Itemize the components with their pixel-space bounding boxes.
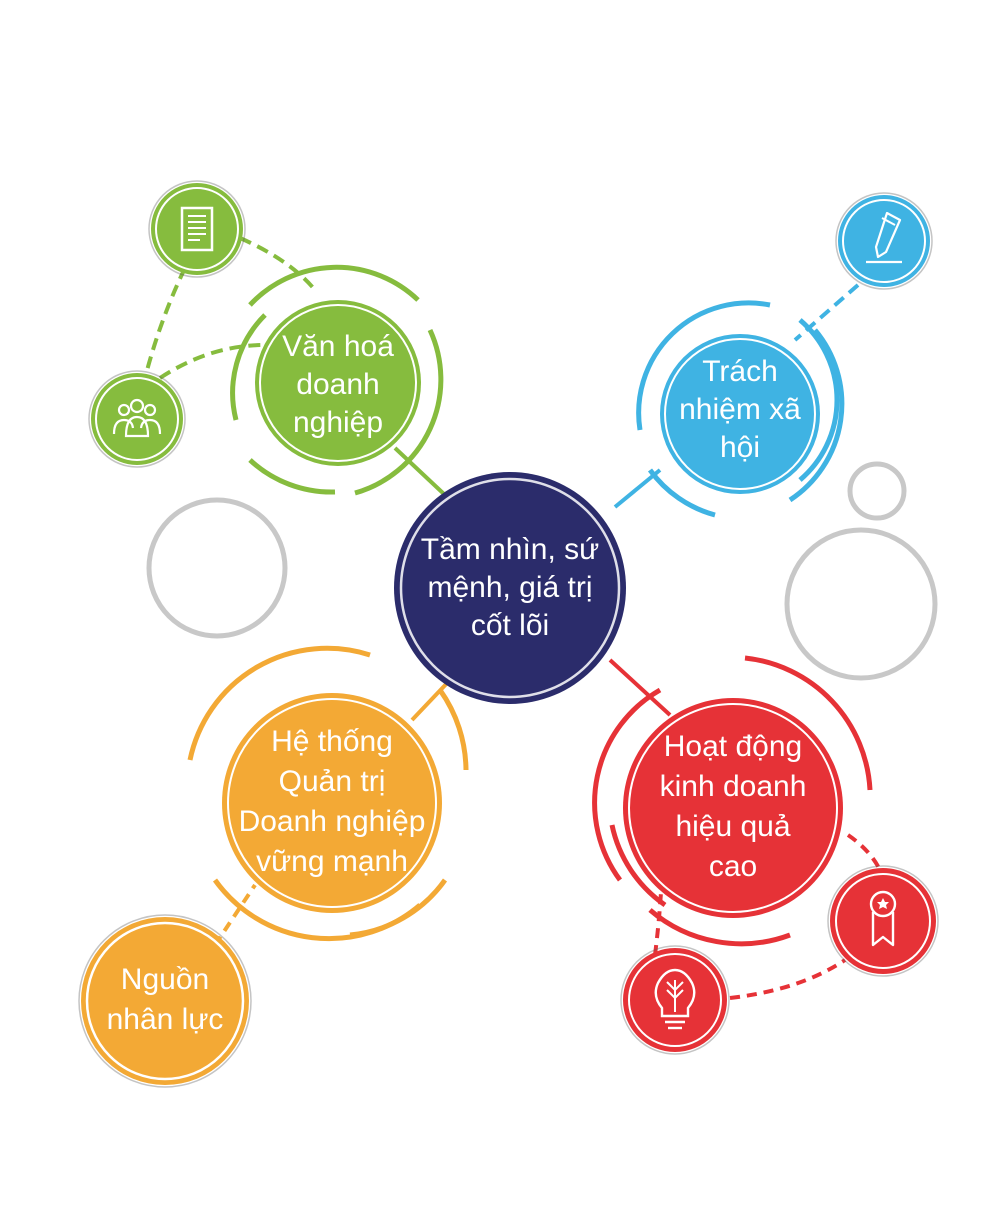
gray-ring-right-small	[847, 461, 907, 521]
social-line-1: Trách	[702, 355, 778, 388]
dash-pencil-social	[793, 283, 860, 342]
business-arc-right	[744, 655, 873, 791]
people-icon	[88, 370, 186, 468]
center-line-2: mệnh, giá trị	[427, 571, 593, 604]
hr-node-ring	[85, 921, 245, 1081]
culture-node-ring	[259, 304, 417, 462]
center-line-1: Tầm nhìn, sứ	[420, 533, 600, 566]
dash-bulb-award	[729, 958, 847, 1000]
business-line-2: kinh doanh	[659, 770, 807, 803]
culture-arc-bottom	[248, 458, 336, 495]
business-line-4: cao	[708, 850, 758, 883]
lightbulb-icon	[620, 945, 730, 1055]
governance-line-3: Doanh nghiệp	[238, 805, 426, 838]
governance-arc-bottom-b	[349, 878, 448, 938]
center-line-3: cốt lõi	[470, 609, 550, 642]
social-arc-bottom	[647, 468, 716, 518]
culture-arc-left	[230, 313, 267, 421]
governance-arc-top	[187, 645, 371, 761]
gray-ring-left	[146, 497, 288, 639]
dash-document-culture	[239, 236, 317, 292]
governance-node-ring	[227, 698, 437, 908]
governance-node-circle	[222, 693, 442, 913]
business-arc-bottom-b	[609, 824, 667, 908]
culture-line-1: Văn hoá	[282, 330, 394, 363]
governance-line-2: Quản trị	[278, 765, 386, 798]
award-ribbon-icon	[827, 865, 939, 977]
center-node-ring	[399, 477, 621, 699]
business-node-circle	[623, 698, 843, 918]
connector-culture	[393, 446, 447, 497]
social-arc-top	[636, 300, 771, 431]
pencil-icon	[835, 192, 933, 290]
business-node-ring	[628, 703, 838, 913]
dash-award-business	[846, 833, 882, 871]
dash-hr-governance	[213, 883, 257, 947]
social-node-circle	[660, 334, 820, 494]
governance-arc-right	[437, 688, 469, 771]
culture-node-label: Văn hoá doanh nghiệp	[268, 325, 408, 445]
connector-governance	[410, 678, 452, 722]
business-line-3: hiệu quả	[675, 810, 791, 843]
center-node-circle	[394, 472, 626, 704]
culture-arc-outer	[248, 264, 420, 307]
dash-people-culture	[158, 343, 266, 380]
culture-node-circle	[255, 300, 421, 466]
social-line-3: hội	[719, 431, 761, 464]
dash-document-people	[143, 267, 187, 379]
culture-line-3: nghiệp	[292, 406, 384, 439]
business-line-1: Hoạt động	[663, 730, 803, 763]
gray-ring-right-large	[784, 527, 938, 681]
hr-line-2: nhân lực	[106, 1003, 224, 1036]
governance-line-4: vững mạnh	[256, 845, 408, 878]
social-arc-right-b	[798, 318, 840, 482]
culture-arc-outer-b	[354, 328, 444, 496]
business-arc-left	[592, 687, 662, 882]
hr-node-label: Nguồn nhân lực	[95, 960, 235, 1040]
social-node-ring	[664, 338, 816, 490]
governance-line-1: Hệ thống	[271, 725, 393, 758]
social-line-2: nhiệm xã	[679, 393, 801, 426]
hr-node-circle	[81, 917, 249, 1085]
connector-business	[608, 658, 672, 717]
business-node-label: Hoạt động kinh doanh hiệu quả cao	[633, 727, 833, 887]
document-icon	[148, 180, 246, 278]
social-node-label: Trách nhiệm xã hội	[665, 350, 815, 470]
hr-node-outline	[78, 914, 252, 1088]
social-arc-right	[788, 328, 845, 503]
center-node-label: Tầm nhìn, sứ mệnh, giá trị cốt lõi	[410, 520, 610, 656]
governance-node-label: Hệ thống Quản trị Doanh nghiệp vững mạnh	[227, 722, 437, 882]
hr-line-1: Nguồn	[120, 963, 210, 996]
culture-line-2: doanh	[296, 368, 380, 401]
business-arc-bottom	[648, 908, 791, 947]
